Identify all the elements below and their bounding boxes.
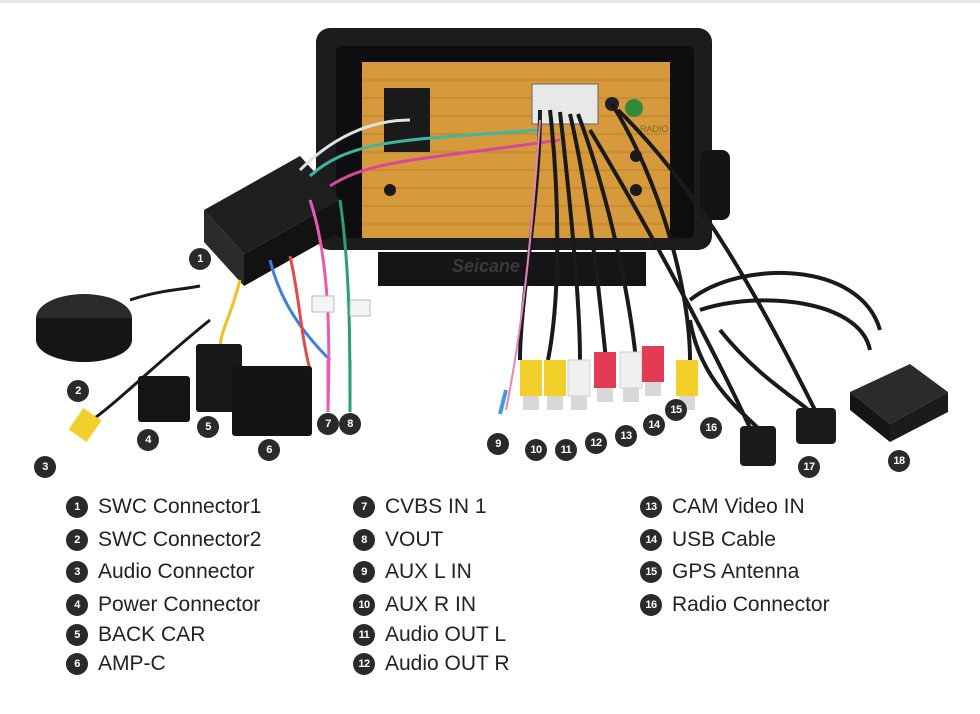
legend-number: 1 — [66, 496, 88, 518]
connector-legend: 1 SWC Connector1 2 SWC Connector2 3 Audio C… — [0, 492, 980, 692]
legend-label: Audio OUT L — [385, 623, 507, 646]
callout-17: 17 — [798, 456, 820, 478]
legend-label: AMP-C — [98, 652, 166, 675]
callout-9: 9 — [487, 433, 509, 455]
legend-number: 14 — [640, 529, 662, 551]
radio-socket — [625, 99, 643, 117]
top-divider — [0, 0, 980, 3]
callout-15: 15 — [665, 399, 687, 421]
head-unit-photo: RADIO Seicane — [36, 28, 948, 466]
legend-label: SWC Connector1 — [98, 495, 262, 518]
callout-6: 6 — [258, 439, 280, 461]
legend-number: 11 — [353, 624, 375, 646]
callout-5: 5 — [197, 416, 219, 438]
brand-logo: Seicane — [452, 256, 520, 276]
legend-item: 1 SWC Connector1 — [66, 494, 261, 520]
legend-number: 6 — [66, 653, 88, 675]
callout-14: 14 — [643, 414, 665, 436]
legend-number: 4 — [66, 594, 88, 616]
callout-3: 3 — [34, 456, 56, 478]
callout-12: 12 — [585, 432, 607, 454]
usb-plug-1 — [740, 426, 776, 466]
callout-8: 8 — [339, 413, 361, 435]
callout-16: 16 — [700, 417, 722, 439]
legend-label: Audio OUT R — [385, 652, 510, 675]
back-car-connector — [196, 344, 242, 412]
legend-item: 7 CVBS IN 1 — [353, 494, 487, 520]
rca-plugs — [520, 346, 698, 410]
power-connector — [138, 376, 190, 422]
legend-number: 13 — [640, 496, 662, 518]
legend-label: GPS Antenna — [672, 560, 800, 583]
legend-number: 8 — [353, 529, 375, 551]
legend-label: VOUT — [385, 528, 444, 551]
callout-13: 13 — [615, 425, 637, 447]
legend-item: 16 Radio Connector — [640, 592, 830, 618]
usb-plug-2 — [796, 408, 836, 444]
callout-7: 7 — [317, 413, 339, 435]
legend-number: 5 — [66, 624, 88, 646]
legend-item: 3 Audio Connector — [66, 559, 254, 585]
legend-item: 11 Audio OUT L — [353, 622, 506, 648]
callout-1: 1 — [189, 248, 211, 270]
legend-number: 3 — [66, 561, 88, 583]
legend-label: AUX L IN — [385, 560, 472, 583]
callout-2: 2 — [67, 380, 89, 402]
callout-4: 4 — [137, 429, 159, 451]
legend-item: 15 GPS Antenna — [640, 559, 799, 585]
legend-number: 15 — [640, 561, 662, 583]
legend-number: 2 — [66, 529, 88, 551]
legend-label: Radio Connector — [672, 593, 830, 616]
legend-item: 6 AMP-C — [66, 651, 166, 677]
legend-number: 12 — [353, 653, 375, 675]
legend-item: 8 VOUT — [353, 527, 443, 553]
legend-label: CAM Video IN — [672, 495, 805, 518]
legend-item: 13 CAM Video IN — [640, 494, 805, 520]
gps-antenna — [850, 364, 948, 442]
legend-item: 12 Audio OUT R — [353, 651, 510, 677]
callout-18: 18 — [888, 450, 910, 472]
legend-label: SWC Connector2 — [98, 528, 262, 551]
legend-item: 5 BACK CAR — [66, 622, 205, 648]
legend-item: 10 AUX R IN — [353, 592, 476, 618]
legend-item: 2 SWC Connector2 — [66, 527, 261, 553]
amp-c-connector — [232, 366, 312, 436]
legend-label: CVBS IN 1 — [385, 495, 487, 518]
callout-10: 10 — [525, 439, 547, 461]
radio-label: RADIO — [640, 124, 669, 134]
legend-item: 4 Power Connector — [66, 592, 260, 618]
legend-label: Audio Connector — [98, 560, 255, 583]
legend-label: Power Connector — [98, 593, 261, 616]
legend-number: 7 — [353, 496, 375, 518]
legend-label: AUX R IN — [385, 593, 477, 616]
legend-item: 14 USB Cable — [640, 527, 776, 553]
legend-item: 9 AUX L IN — [353, 559, 472, 585]
legend-label: BACK CAR — [98, 623, 206, 646]
legend-label: USB Cable — [672, 528, 776, 551]
legend-number: 16 — [640, 594, 662, 616]
audio-rca — [68, 408, 102, 442]
legend-number: 10 — [353, 594, 375, 616]
legend-number: 9 — [353, 561, 375, 583]
callout-11: 11 — [555, 439, 577, 461]
